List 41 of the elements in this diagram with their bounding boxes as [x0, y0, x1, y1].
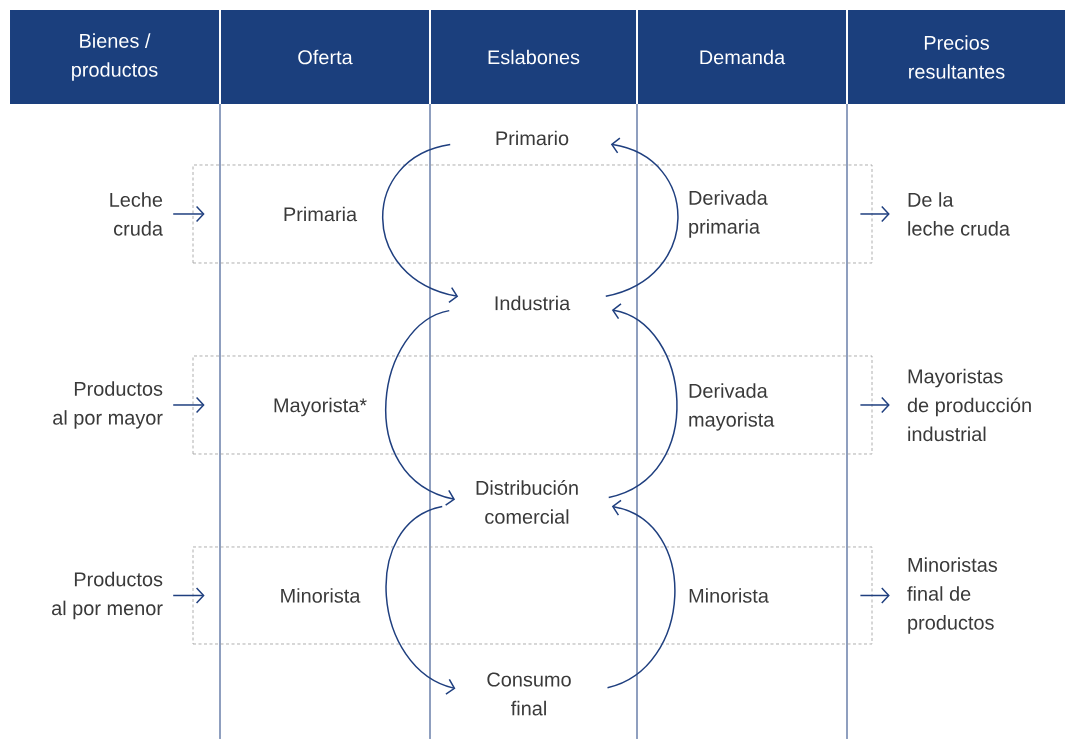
market-label: Minorista [689, 588, 769, 603]
dashed-band [192, 546, 873, 645]
curved-arrow [381, 143, 459, 304]
stage-label: Primario [496, 130, 569, 146]
node-label: Precios resultantes [909, 35, 1005, 79]
header-cell: Eslabones [431, 10, 636, 104]
stage-label: Distribución comercial [476, 480, 578, 524]
node-label: Eslabones [488, 49, 580, 65]
dashed-band [192, 355, 873, 455]
header-cell: Bienes / productos [10, 10, 219, 104]
arrow [859, 396, 890, 414]
row-label: Mayoristas de producción industrial [907, 368, 1031, 442]
arrow [172, 396, 205, 414]
node-label: Bienes / productos [72, 33, 158, 81]
market-label: Derivada primaria [689, 190, 768, 238]
curved-arrow [605, 137, 679, 297]
header-cell: Oferta [221, 10, 429, 104]
node-label: Demanda [700, 49, 786, 65]
arrow [172, 205, 205, 223]
curved-arrow [385, 309, 456, 506]
market-label: Derivada mayorista [689, 383, 775, 431]
arrow [859, 205, 890, 223]
curved-arrow [606, 499, 676, 689]
market-label: Primaria [284, 206, 358, 222]
row-label: De la leche cruda [908, 192, 1010, 236]
market-label: Mayorista* [274, 397, 367, 417]
node-label: Oferta [298, 49, 353, 65]
arrow [859, 587, 890, 604]
header-cell: Demanda [638, 10, 846, 104]
row-label: Productos al por menor [52, 571, 163, 620]
row-label: Productos al por mayor [53, 381, 163, 429]
arrow [172, 587, 205, 604]
stage-label: Consumo final [487, 672, 571, 716]
row-label: Leche cruda [110, 192, 163, 236]
stage-label: Industria [495, 295, 571, 311]
market-label: Minorista [281, 588, 361, 603]
curved-arrow [608, 303, 678, 499]
dashed-band [192, 164, 873, 264]
row-label: Minoristas final de productos [907, 557, 998, 634]
header-cell: Precios resultantes [848, 10, 1065, 104]
curved-arrow [385, 505, 456, 695]
